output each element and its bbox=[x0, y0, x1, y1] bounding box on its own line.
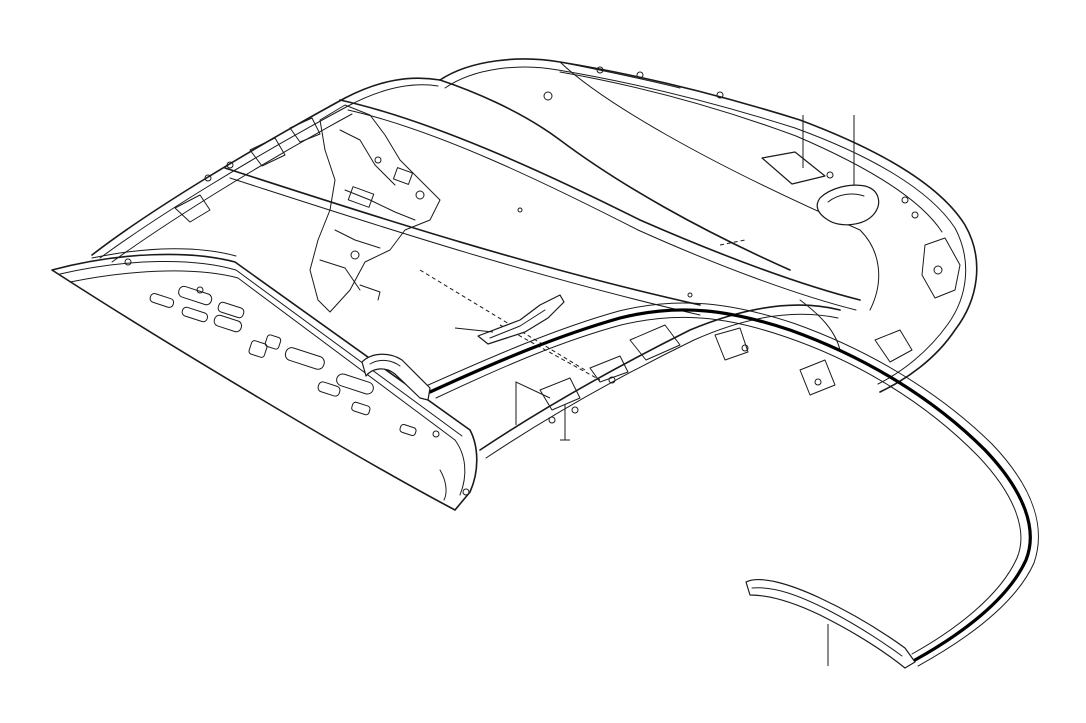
rear-pads bbox=[761, 151, 880, 226]
center-linkage bbox=[309, 104, 441, 313]
assembly-lines bbox=[419, 239, 746, 381]
callout-line-4 bbox=[515, 381, 551, 425]
callout-line-3 bbox=[454, 327, 494, 333]
front-header-panel bbox=[51, 248, 478, 511]
left-side-rail bbox=[91, 77, 441, 263]
roof-frame bbox=[224, 58, 978, 393]
roof-weatherstrip bbox=[361, 302, 1039, 669]
right-side-rail bbox=[479, 237, 961, 459]
callout-leaders bbox=[454, 115, 855, 666]
corner-seal-piece bbox=[477, 294, 565, 345]
